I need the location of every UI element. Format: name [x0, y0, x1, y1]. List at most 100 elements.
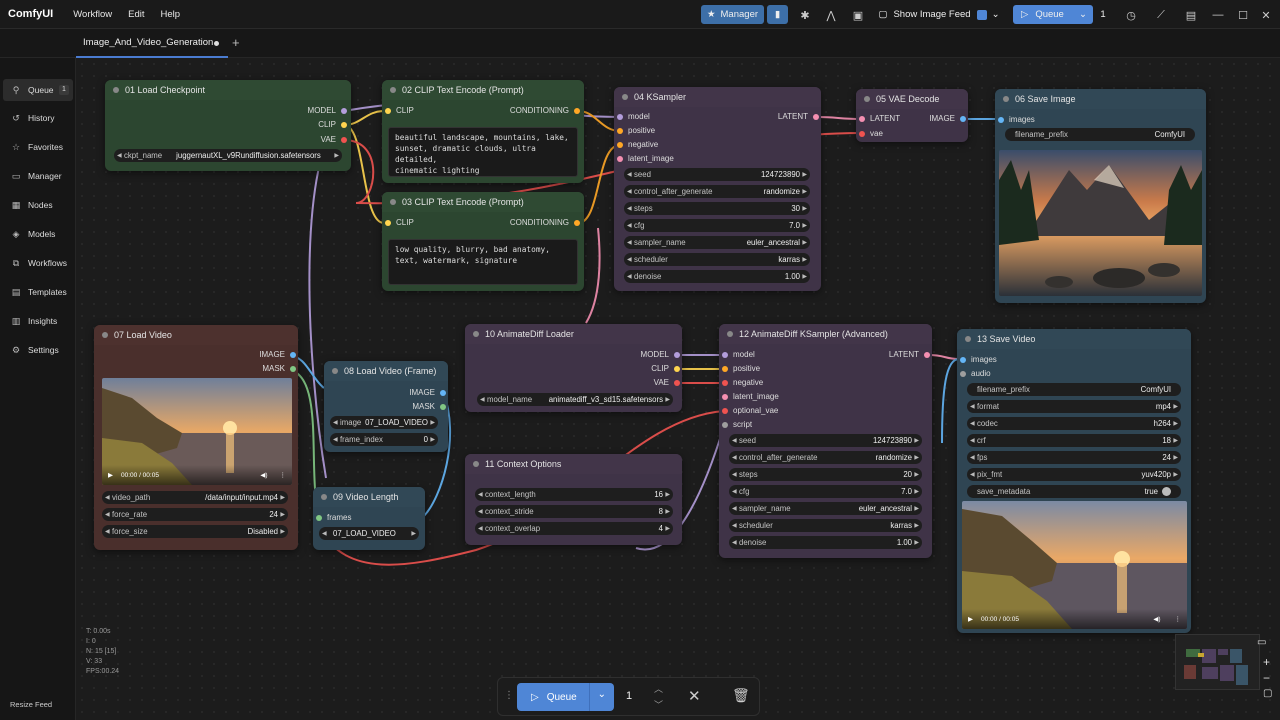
input-latent[interactable]: LATENT [859, 114, 900, 123]
widget-video-source[interactable]: 07_LOAD_VIDEO [319, 527, 419, 540]
tab-workflow[interactable]: Image_And_Video_Generation [76, 29, 228, 58]
menu-workflow[interactable]: Workflow [73, 8, 113, 20]
panel-icon[interactable]: ▤ [1185, 9, 1197, 22]
node-load-checkpoint[interactable]: 01 Load Checkpoint MODEL CLIP VAE ckpt_n… [105, 80, 351, 171]
node-video-length[interactable]: 09 Video Length frames 07_LOAD_VIDEO [313, 487, 425, 550]
input-negative[interactable]: negative [722, 378, 763, 387]
play-icon[interactable]: ▶ [968, 616, 973, 623]
volume-icon[interactable]: ◀) [260, 472, 268, 479]
sidebar-item-templates[interactable]: ▤Templates [11, 286, 67, 298]
node-animatediff-ksampler[interactable]: 12 AnimateDiff KSampler (Advanced) model… [719, 324, 932, 558]
sidebar-item-history[interactable]: ↺History [3, 107, 73, 129]
menu-edit[interactable]: Edit [128, 8, 145, 20]
toggle-icon[interactable] [1162, 487, 1171, 496]
zoom-in-icon[interactable]: + [1263, 655, 1271, 669]
queue-count-input[interactable]: 1 [626, 690, 633, 702]
volume-icon[interactable]: ◀) [1153, 616, 1161, 623]
top-queue-count[interactable]: 1 [1100, 9, 1106, 20]
input-latent-image[interactable]: latent_image [617, 154, 674, 163]
play-icon[interactable]: ▶ [108, 472, 113, 479]
menu-help[interactable]: Help [160, 8, 181, 20]
output-conditioning[interactable]: CONDITIONING [510, 218, 580, 227]
close-icon[interactable]: ✕ [1261, 9, 1271, 22]
input-images[interactable]: images [998, 115, 1035, 124]
input-frames[interactable]: frames [316, 513, 351, 522]
output-mask[interactable]: MASK [412, 402, 446, 411]
video-player[interactable]: ▶ 00:00 / 00:05 ◀) ⋮ [962, 501, 1187, 629]
resize-feed-button[interactable]: Resize Feed [10, 700, 53, 709]
cancel-icon[interactable]: ✕ [688, 688, 701, 705]
negative-prompt-textarea[interactable]: low quality, blurry, bad anatomy, text, … [388, 239, 578, 285]
node-clip-text-encode-positive[interactable]: 02 CLIP Text Encode (Prompt) CLIP CONDIT… [382, 80, 584, 183]
sidebar-item-settings[interactable]: ⚙Settings [11, 344, 59, 356]
sidebar-item-favorites[interactable]: ☆Favorites [11, 141, 63, 153]
output-vae[interactable]: VAE [321, 135, 347, 144]
output-clip[interactable]: CLIP [318, 120, 347, 129]
lock-icon[interactable]: ▢ [1263, 688, 1273, 699]
fit-view-icon[interactable]: ▭ [1257, 637, 1267, 648]
output-image[interactable]: IMAGE [409, 388, 446, 397]
decrement-icon[interactable]: ﹀ [654, 700, 664, 710]
sidebar-item-workflows[interactable]: ⧉Workflows [3, 252, 73, 274]
output-model[interactable]: MODEL [641, 350, 680, 359]
rocket-icon[interactable]: ⋀ [826, 9, 836, 22]
output-image[interactable]: IMAGE [259, 350, 296, 359]
image-icon[interactable]: ▣ [852, 9, 864, 22]
input-images[interactable]: images [960, 355, 997, 364]
input-negative[interactable]: negative [617, 140, 658, 149]
node-vae-decode[interactable]: 05 VAE Decode LATENT vae IMAGE [856, 89, 968, 142]
trash-icon[interactable]: 🗑 [732, 687, 750, 703]
widget-ckpt-name[interactable]: ckpt_namejuggernautXL_v9Rundiffusion.saf… [114, 149, 342, 162]
input-model[interactable]: model [722, 350, 755, 359]
node-animatediff-loader[interactable]: 10 AnimateDiff Loader MODEL CLIP VAE mod… [465, 324, 682, 412]
input-latent-image[interactable]: latent_image [722, 392, 779, 401]
output-latent[interactable]: LATENT [889, 350, 930, 359]
chevron-down-icon[interactable]: ⌄ [597, 689, 606, 700]
prompt-textarea[interactable]: beautiful landscape, mountains, lake, su… [388, 127, 578, 177]
queue-button[interactable]: ▷ Queue ⌄ [517, 683, 614, 711]
maximize-icon[interactable]: ☐ [1238, 9, 1248, 22]
sidebar-item-models[interactable]: ◈Models [3, 223, 73, 245]
output-image[interactable]: IMAGE [929, 114, 966, 123]
input-script[interactable]: script [722, 420, 752, 429]
video-controls[interactable]: ▶ 00:00 / 00:05 ◀) ⋮ [102, 465, 292, 485]
input-optional-vae[interactable]: optional_vae [722, 406, 778, 415]
sidebar-item-nodes[interactable]: ▦Nodes [11, 199, 53, 211]
more-options-icon[interactable]: ⋮ [1174, 616, 1182, 623]
sidebar-item-manager[interactable]: ▭Manager [11, 170, 62, 182]
output-latent[interactable]: LATENT [778, 112, 819, 121]
output-clip[interactable]: CLIP [651, 364, 680, 373]
minimap[interactable] [1175, 634, 1260, 690]
input-positive[interactable]: positive [617, 126, 655, 135]
widget-model-name[interactable]: model_nameanimatediff_v3_sd15.safetensor… [477, 393, 673, 406]
bookmark-button[interactable]: ▮ [767, 5, 788, 24]
zoom-out-icon[interactable]: − [1263, 671, 1271, 685]
output-vae[interactable]: VAE [654, 378, 680, 387]
node-ksampler[interactable]: 04 KSampler model positive negative late… [614, 87, 821, 291]
input-clip[interactable]: CLIP [385, 218, 414, 227]
